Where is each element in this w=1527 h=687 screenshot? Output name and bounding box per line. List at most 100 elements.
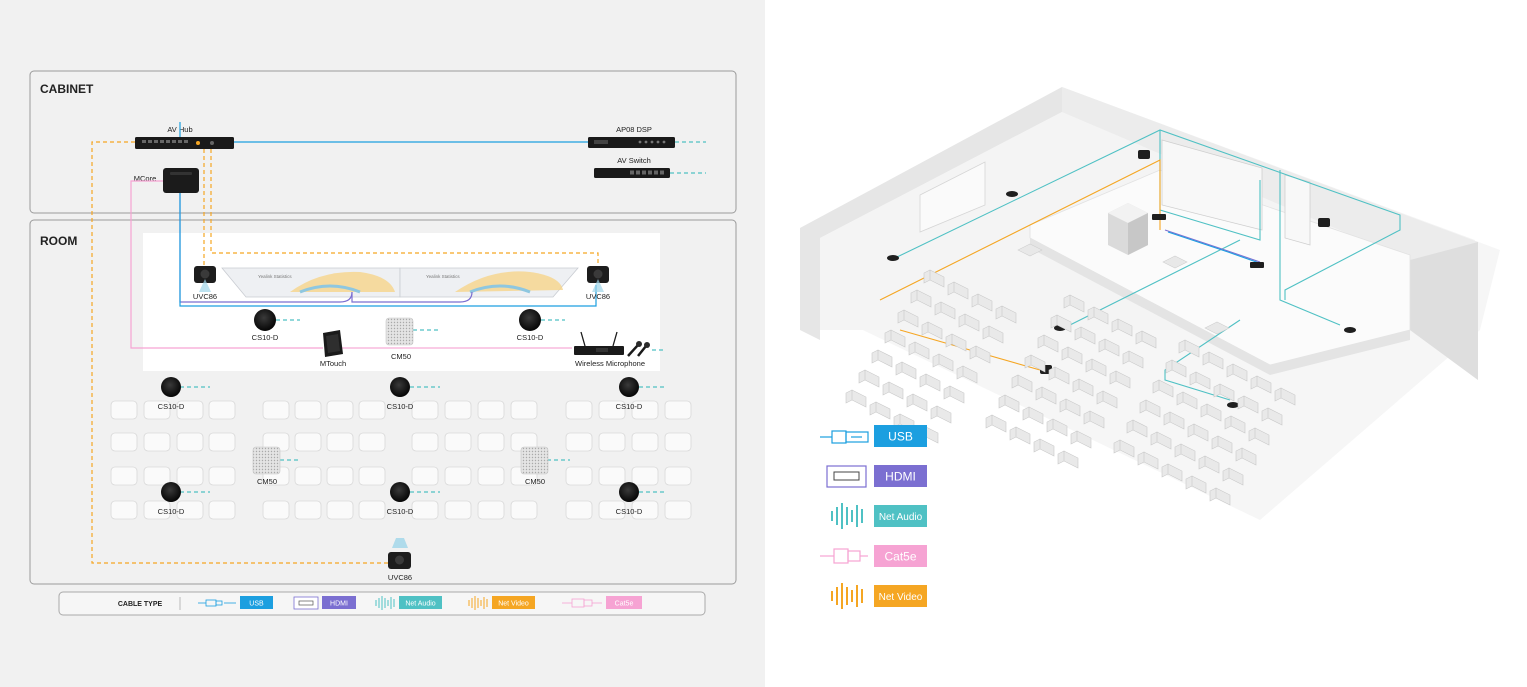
mtouch-panel[interactable]: MTouch (320, 330, 346, 368)
cs10d-stage-right-label: CS10-D (517, 333, 544, 342)
audience-chair-3d (1046, 418, 1068, 437)
legend-cat5e-item: Cat5e (562, 596, 642, 609)
audience-chairs-3d (845, 269, 1296, 506)
audience-chair-3d (1109, 370, 1131, 389)
audience-seat (631, 400, 659, 420)
audience-chair-3d (1209, 487, 1231, 506)
av-switch-label: AV Switch (617, 156, 651, 165)
audience-seat (294, 466, 322, 486)
cable-legend-large: USB HDMI Net Audio Cat5e (820, 425, 927, 609)
cs10d-row2-left-label: CS10-D (158, 507, 185, 516)
audience-seat (510, 500, 538, 520)
audience-chair-3d (919, 373, 941, 392)
ap08-dsp-label: AP08 DSP (616, 125, 652, 134)
audience-chair-3d (1189, 371, 1211, 390)
audience-seat (444, 466, 472, 486)
audience-seat (477, 500, 505, 520)
legend-net-audio-label: Net Audio (405, 601, 435, 608)
audience-seat (262, 500, 290, 520)
av-switch: AV Switch (594, 156, 670, 178)
cabinet-title: CABINET (40, 82, 94, 96)
audience-chair-3d (1261, 407, 1283, 426)
cs10d-row1-center-label: CS10-D (387, 402, 414, 411)
audience-seat (110, 432, 138, 452)
audience-chair-3d (1009, 426, 1031, 445)
audience-chair-3d (1070, 430, 1092, 449)
audience-chair-3d (869, 401, 891, 420)
audience-chair-3d (998, 394, 1020, 413)
audience-seat (631, 500, 659, 520)
audience-seat (110, 400, 138, 420)
audience-seat (631, 432, 659, 452)
audience-seat (326, 466, 354, 486)
cable-type-legend: CABLE TYPE USB HDMI Net (58, 591, 706, 616)
audience-seat (294, 400, 322, 420)
audience-chair-3d (1048, 366, 1070, 385)
audience-chair-3d (897, 309, 919, 328)
audience-chair-3d (985, 414, 1007, 433)
large-legend-hdmi: HDMI (826, 465, 927, 488)
audience-chair-3d (969, 345, 991, 364)
audience-chair-3d (1211, 435, 1233, 454)
cable-type-title: CABLE TYPE (118, 601, 163, 608)
audience-chair-3d (1248, 427, 1270, 446)
back-screen-left (1161, 139, 1263, 231)
audience-seat (262, 400, 290, 420)
audience-chair-3d (1224, 415, 1246, 434)
cm50-stage: CM50 (385, 317, 414, 361)
audience-chair-3d (882, 381, 904, 400)
audience-seat (444, 400, 472, 420)
cs10d-stage-right: CS10-D (517, 309, 544, 342)
uvc86-camera-rear: UVC86 (388, 538, 412, 582)
audience-seat (477, 400, 505, 420)
legend-usb-label: USB (249, 601, 264, 608)
audience-chair-3d (884, 329, 906, 348)
cat5e-plug-icon (820, 548, 868, 564)
net-audio-wave-icon (375, 596, 395, 610)
audience-chair-3d (1087, 306, 1109, 325)
audience-chair-3d (1022, 406, 1044, 425)
audience-chair-3d (1174, 443, 1196, 462)
usb-cable-icon (198, 599, 236, 607)
audience-chair-3d (1139, 399, 1161, 418)
cm50-right-label: CM50 (525, 477, 545, 486)
room-3d-illustration (800, 87, 1500, 520)
audience-chair-3d (1161, 463, 1183, 482)
cs10d-row2-center-label: CS10-D (387, 507, 414, 516)
back-screen-right (1284, 174, 1311, 246)
uvc86-rear-label: UVC86 (388, 573, 412, 582)
audience-chair-3d (1098, 338, 1120, 357)
audience-seat (444, 500, 472, 520)
mcore-label: MCore (134, 174, 157, 183)
cabinet-section: CABINET AV Hub MCore AP08 DSP (29, 70, 737, 214)
audience-seat (326, 400, 354, 420)
audience-chair-3d (1035, 386, 1057, 405)
audience-chair-3d (1063, 294, 1085, 313)
audience-seat (358, 400, 386, 420)
audience-seat (411, 400, 439, 420)
net-video-wave-large-icon (831, 583, 863, 609)
audience-seat (176, 400, 204, 420)
right-screen-title: Yealink Statistics (426, 274, 460, 279)
room-title: ROOM (40, 234, 77, 248)
audience-chair-3d (1135, 330, 1157, 349)
audience-seat (510, 400, 538, 420)
right-wall (1062, 87, 1478, 380)
audience-chair-3d (1185, 475, 1207, 494)
audience-chair-3d (1178, 339, 1200, 358)
audience-seat (598, 432, 626, 452)
room-cables (91, 122, 665, 564)
audience-chair-3d (910, 289, 932, 308)
audience-chair-3d (1165, 359, 1187, 378)
audience-chair-3d (895, 361, 917, 380)
audience-chair-3d (1074, 326, 1096, 345)
legend-net-video-item: Net Video (468, 596, 535, 610)
cm50-stage-label: CM50 (391, 352, 411, 361)
audience-chair-3d (971, 293, 993, 312)
large-legend-cat5e-label: Cat5e (884, 550, 916, 564)
audience-chair-3d (1222, 467, 1244, 486)
audience-chair-3d (947, 281, 969, 300)
cs10d-row1-center: CS10-D (387, 377, 414, 411)
audience-chair-3d (1096, 390, 1118, 409)
